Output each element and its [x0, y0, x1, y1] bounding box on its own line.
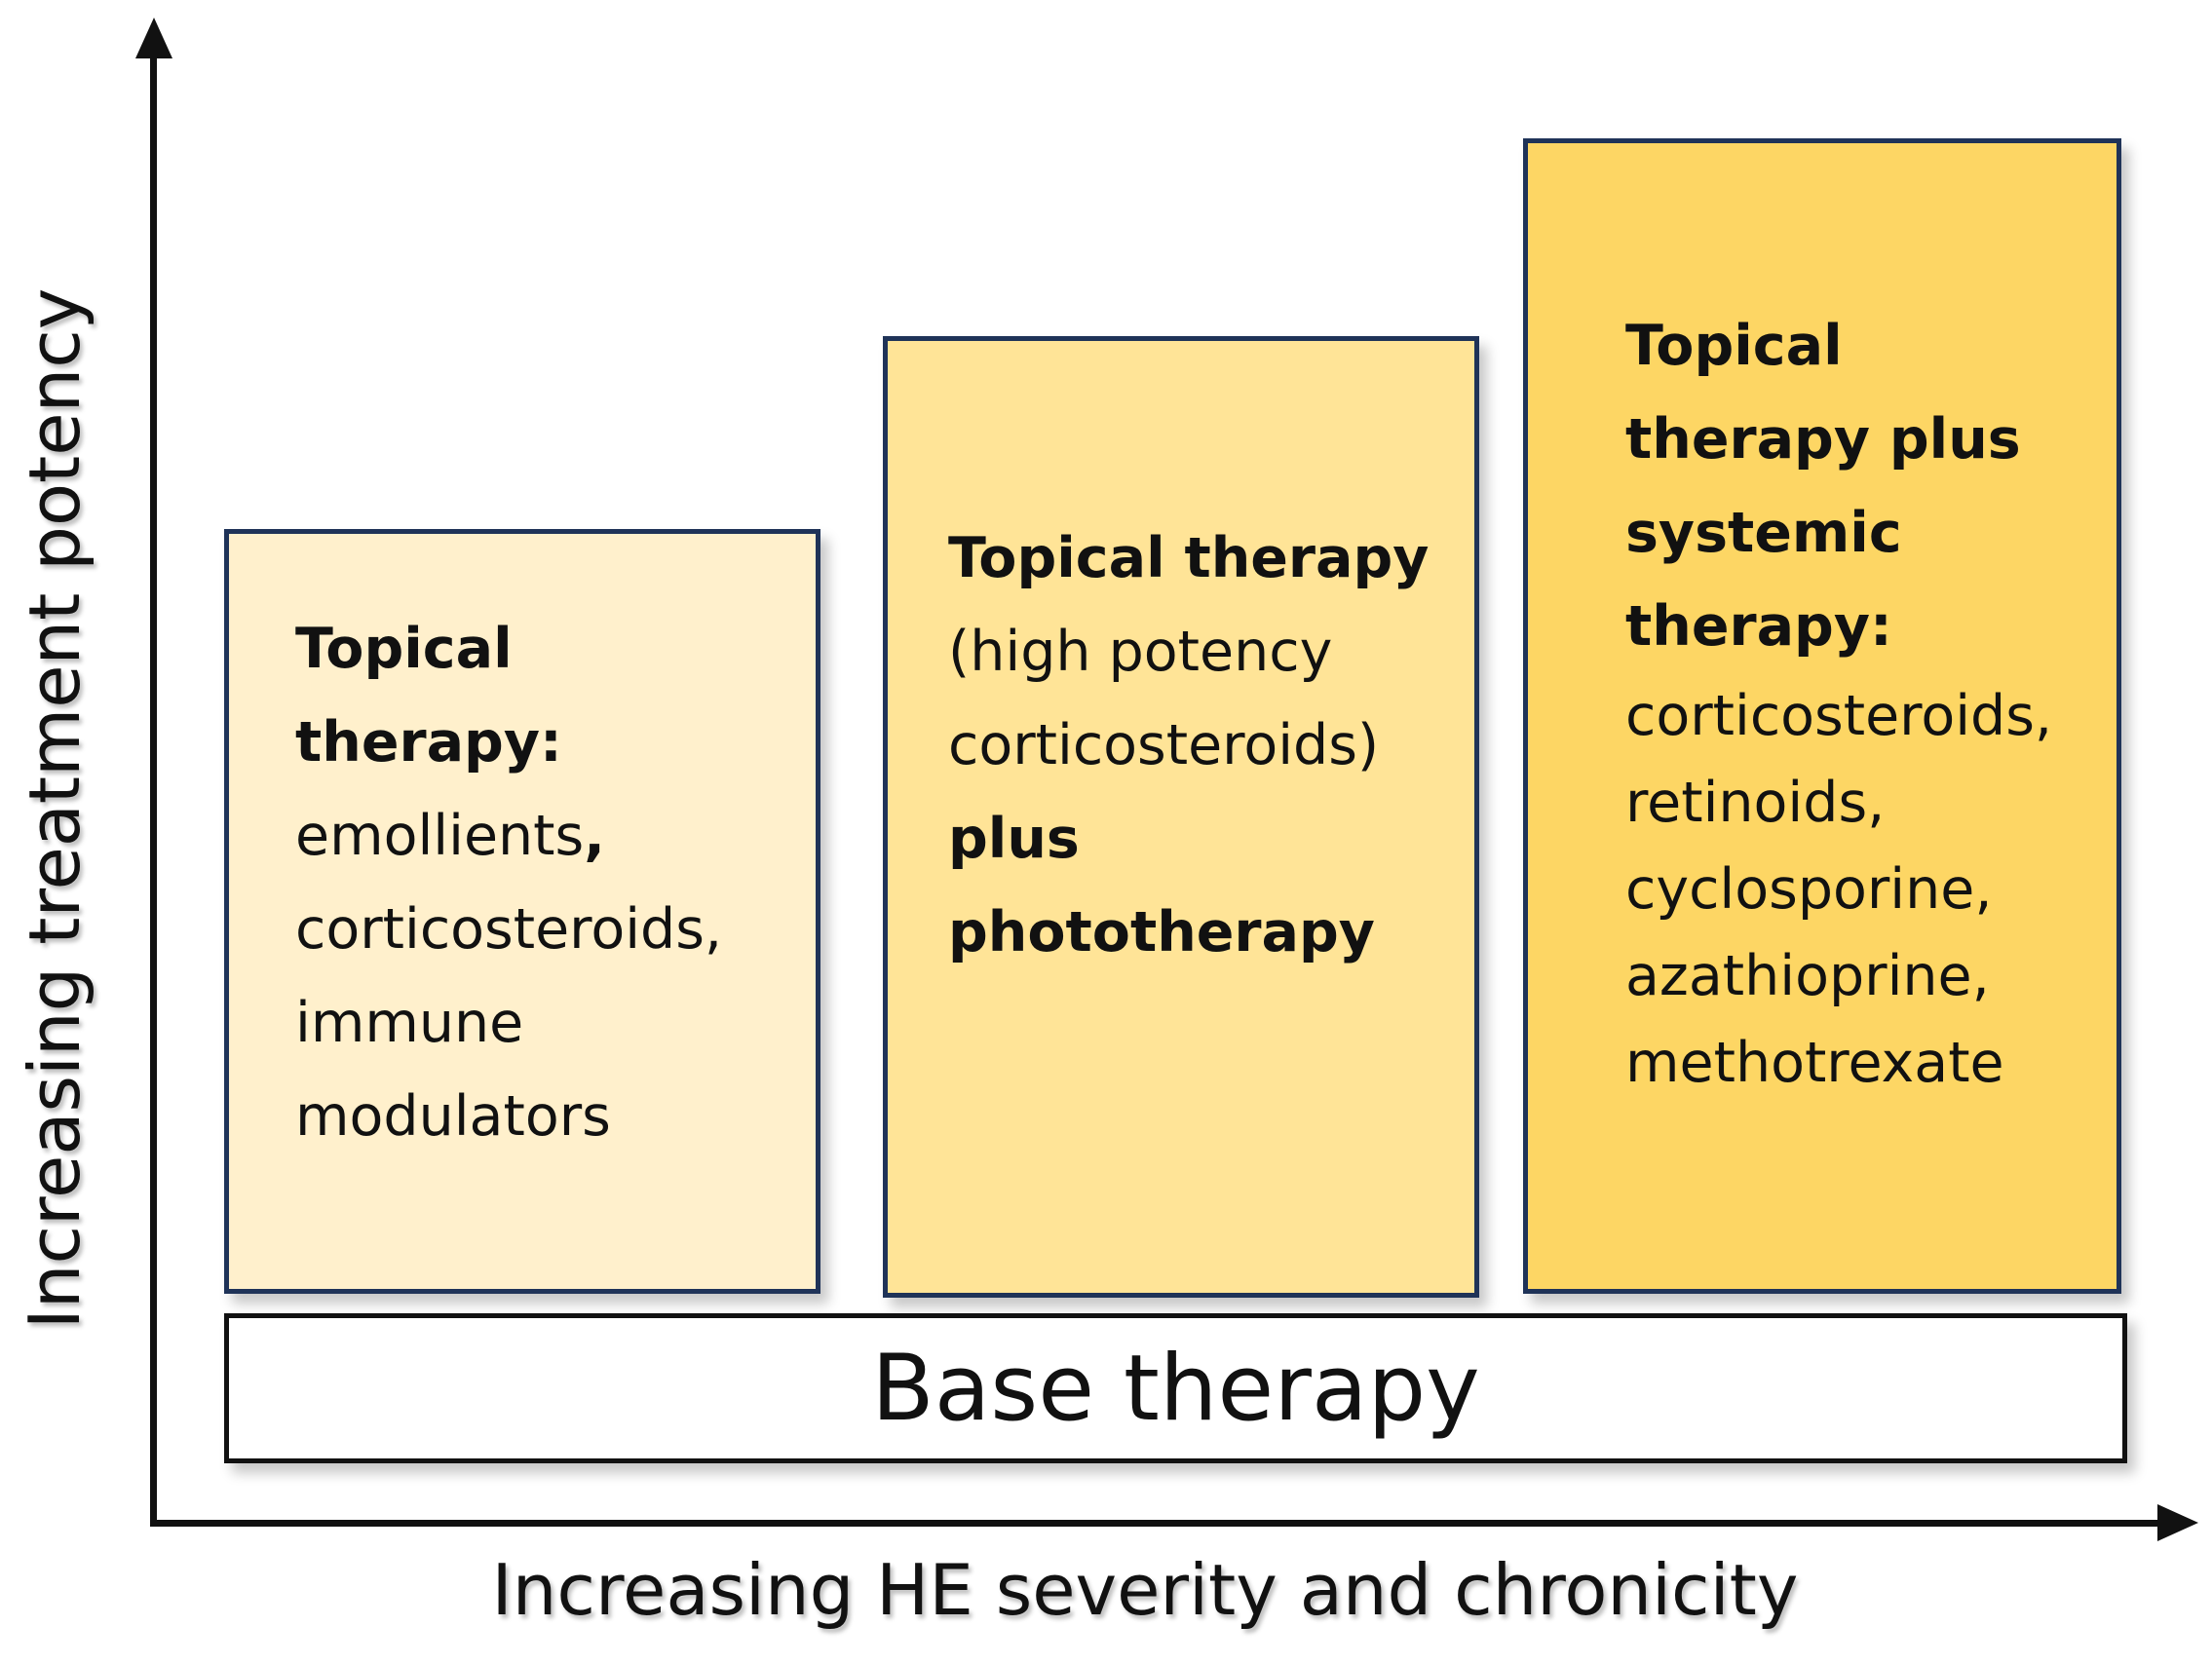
box-line: phototherapy [948, 900, 1375, 964]
x-axis-label: Increasing HE severity and chronicity [491, 1549, 1799, 1631]
box-line: therapy: [295, 710, 562, 775]
therapy-box-text: Topical therapy (high potency corticoste… [948, 511, 1429, 979]
box-line: systemic [1625, 501, 1902, 565]
base-therapy-label: Base therapy [871, 1335, 1480, 1442]
x-axis-line [150, 1520, 2165, 1527]
box-line: methotrexate [1625, 1031, 2004, 1095]
box-line: Topical [295, 617, 513, 681]
box-line: retinoids, [1625, 771, 1886, 835]
therapy-box-topical-plus-phototherapy: Topical therapy (high potency corticoste… [883, 336, 1479, 1298]
box-line: therapy: [1625, 594, 1892, 659]
box-line: (high potency [948, 620, 1333, 684]
box-line: immune [295, 991, 524, 1055]
box-line: corticosteroids) [948, 713, 1380, 777]
box-line: Topical [1625, 314, 1843, 378]
therapy-box-text: Topical therapy: emollients, corticoster… [295, 602, 722, 1163]
box-line: Topical therapy [948, 526, 1430, 590]
y-axis-arrowhead [135, 18, 172, 58]
box-line: corticosteroids, [1625, 684, 2053, 748]
box-line: cyclosporine, [1625, 857, 1993, 922]
box-line: emollients, [295, 804, 605, 868]
therapy-box-topical-plus-systemic: Topical therapy plus systemic therapy: c… [1523, 138, 2121, 1294]
box-line: therapy plus [1625, 407, 2021, 472]
y-axis-label: Increasing treatment potency [14, 287, 95, 1330]
y-axis-line [150, 39, 157, 1527]
x-axis-arrowhead [2157, 1504, 2198, 1541]
therapy-box-text: Topical therapy plus systemic therapy: c… [1625, 299, 2052, 1107]
base-therapy-box: Base therapy [224, 1313, 2127, 1463]
therapy-box-topical: Topical therapy: emollients, corticoster… [224, 529, 820, 1294]
box-line: plus [948, 807, 1080, 871]
box-line: azathioprine, [1625, 944, 1990, 1008]
box-line: modulators [295, 1084, 611, 1149]
box-line: corticosteroids, [295, 897, 723, 962]
